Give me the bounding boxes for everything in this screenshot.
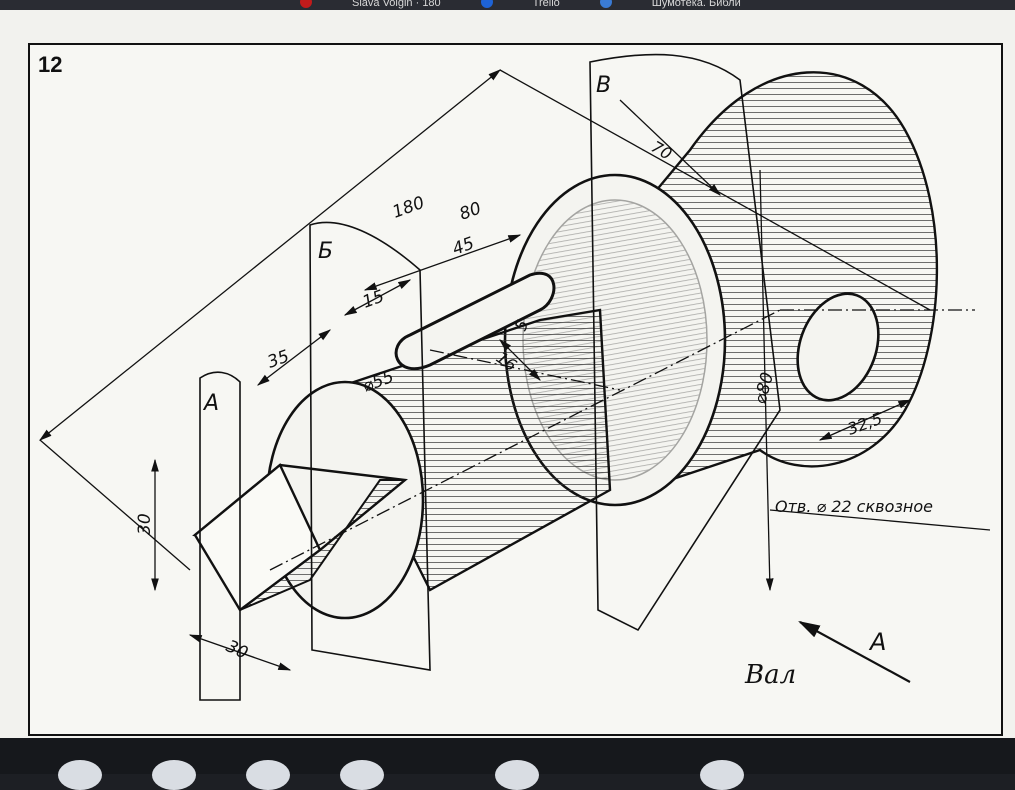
dim-slot-position: 45 [450, 234, 477, 260]
taskbar-app-icon[interactable] [340, 760, 384, 790]
browser-tab[interactable]: Trello [532, 0, 560, 9]
section-label-a: А [202, 391, 219, 416]
dim-total-length: 180 [390, 193, 427, 223]
screen-area: 12 Вал [0, 10, 1015, 738]
browser-tab[interactable]: Slava Volgin · 180 [352, 0, 441, 9]
taskbar-app-icon[interactable] [246, 760, 290, 790]
browser-tab[interactable]: Шумотека. Библи [651, 0, 741, 9]
taskbar-app-icon[interactable] [700, 760, 744, 790]
view-arrow [798, 620, 911, 683]
bookmark-icon [599, 0, 612, 8]
youtube-icon [300, 0, 312, 8]
dim-flange-top: 70 [648, 137, 675, 164]
section-label-v: В [596, 73, 611, 98]
taskbar-app-icon[interactable] [152, 760, 196, 790]
through-hole [796, 292, 880, 402]
taskbar-app-icon[interactable] [495, 760, 539, 790]
taskbar-app-icon[interactable] [58, 760, 102, 790]
trello-icon [480, 0, 493, 8]
square-end-side [239, 479, 408, 611]
dim-square-shoulder: 35 [265, 347, 292, 373]
section-label-b: Б [318, 239, 333, 264]
section-plane-v [589, 53, 781, 632]
dim-square-width: 30 [223, 636, 251, 663]
browser-tab-bar: Slava Volgin · 180 Trello Шумотека. Библ… [0, 0, 1015, 10]
view-arrow-label: А [868, 628, 886, 656]
figure-caption: Вал [745, 660, 797, 690]
hole-note: Отв. ⌀ 22 сквозное [775, 497, 933, 516]
shaft-drawing: А Б В А 180 80 45 15 5 16 35 ⌀55 ⌀80 32,… [38, 53, 991, 701]
dim-square-height: 30 [135, 513, 155, 535]
dim-flange-length: 80 [457, 199, 484, 225]
dim-slot-offset: 15 [360, 287, 387, 313]
